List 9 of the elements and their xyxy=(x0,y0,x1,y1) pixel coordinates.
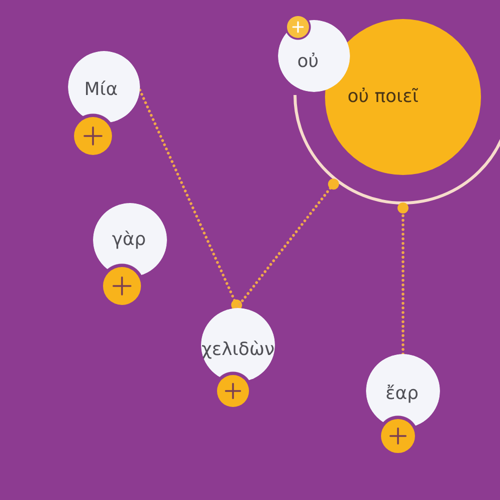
dotted-connector xyxy=(138,88,242,310)
dotted-connector xyxy=(235,178,339,310)
word-text: Μία xyxy=(84,80,118,100)
word-text: ἔαρ xyxy=(385,384,419,404)
dotted-connector xyxy=(398,202,408,356)
word-text: οὐ ποιεῖ xyxy=(348,87,418,107)
word-text: οὐ xyxy=(297,52,319,72)
word-text: γὰρ xyxy=(112,230,146,250)
word-text: χελιδὼν xyxy=(201,340,274,360)
